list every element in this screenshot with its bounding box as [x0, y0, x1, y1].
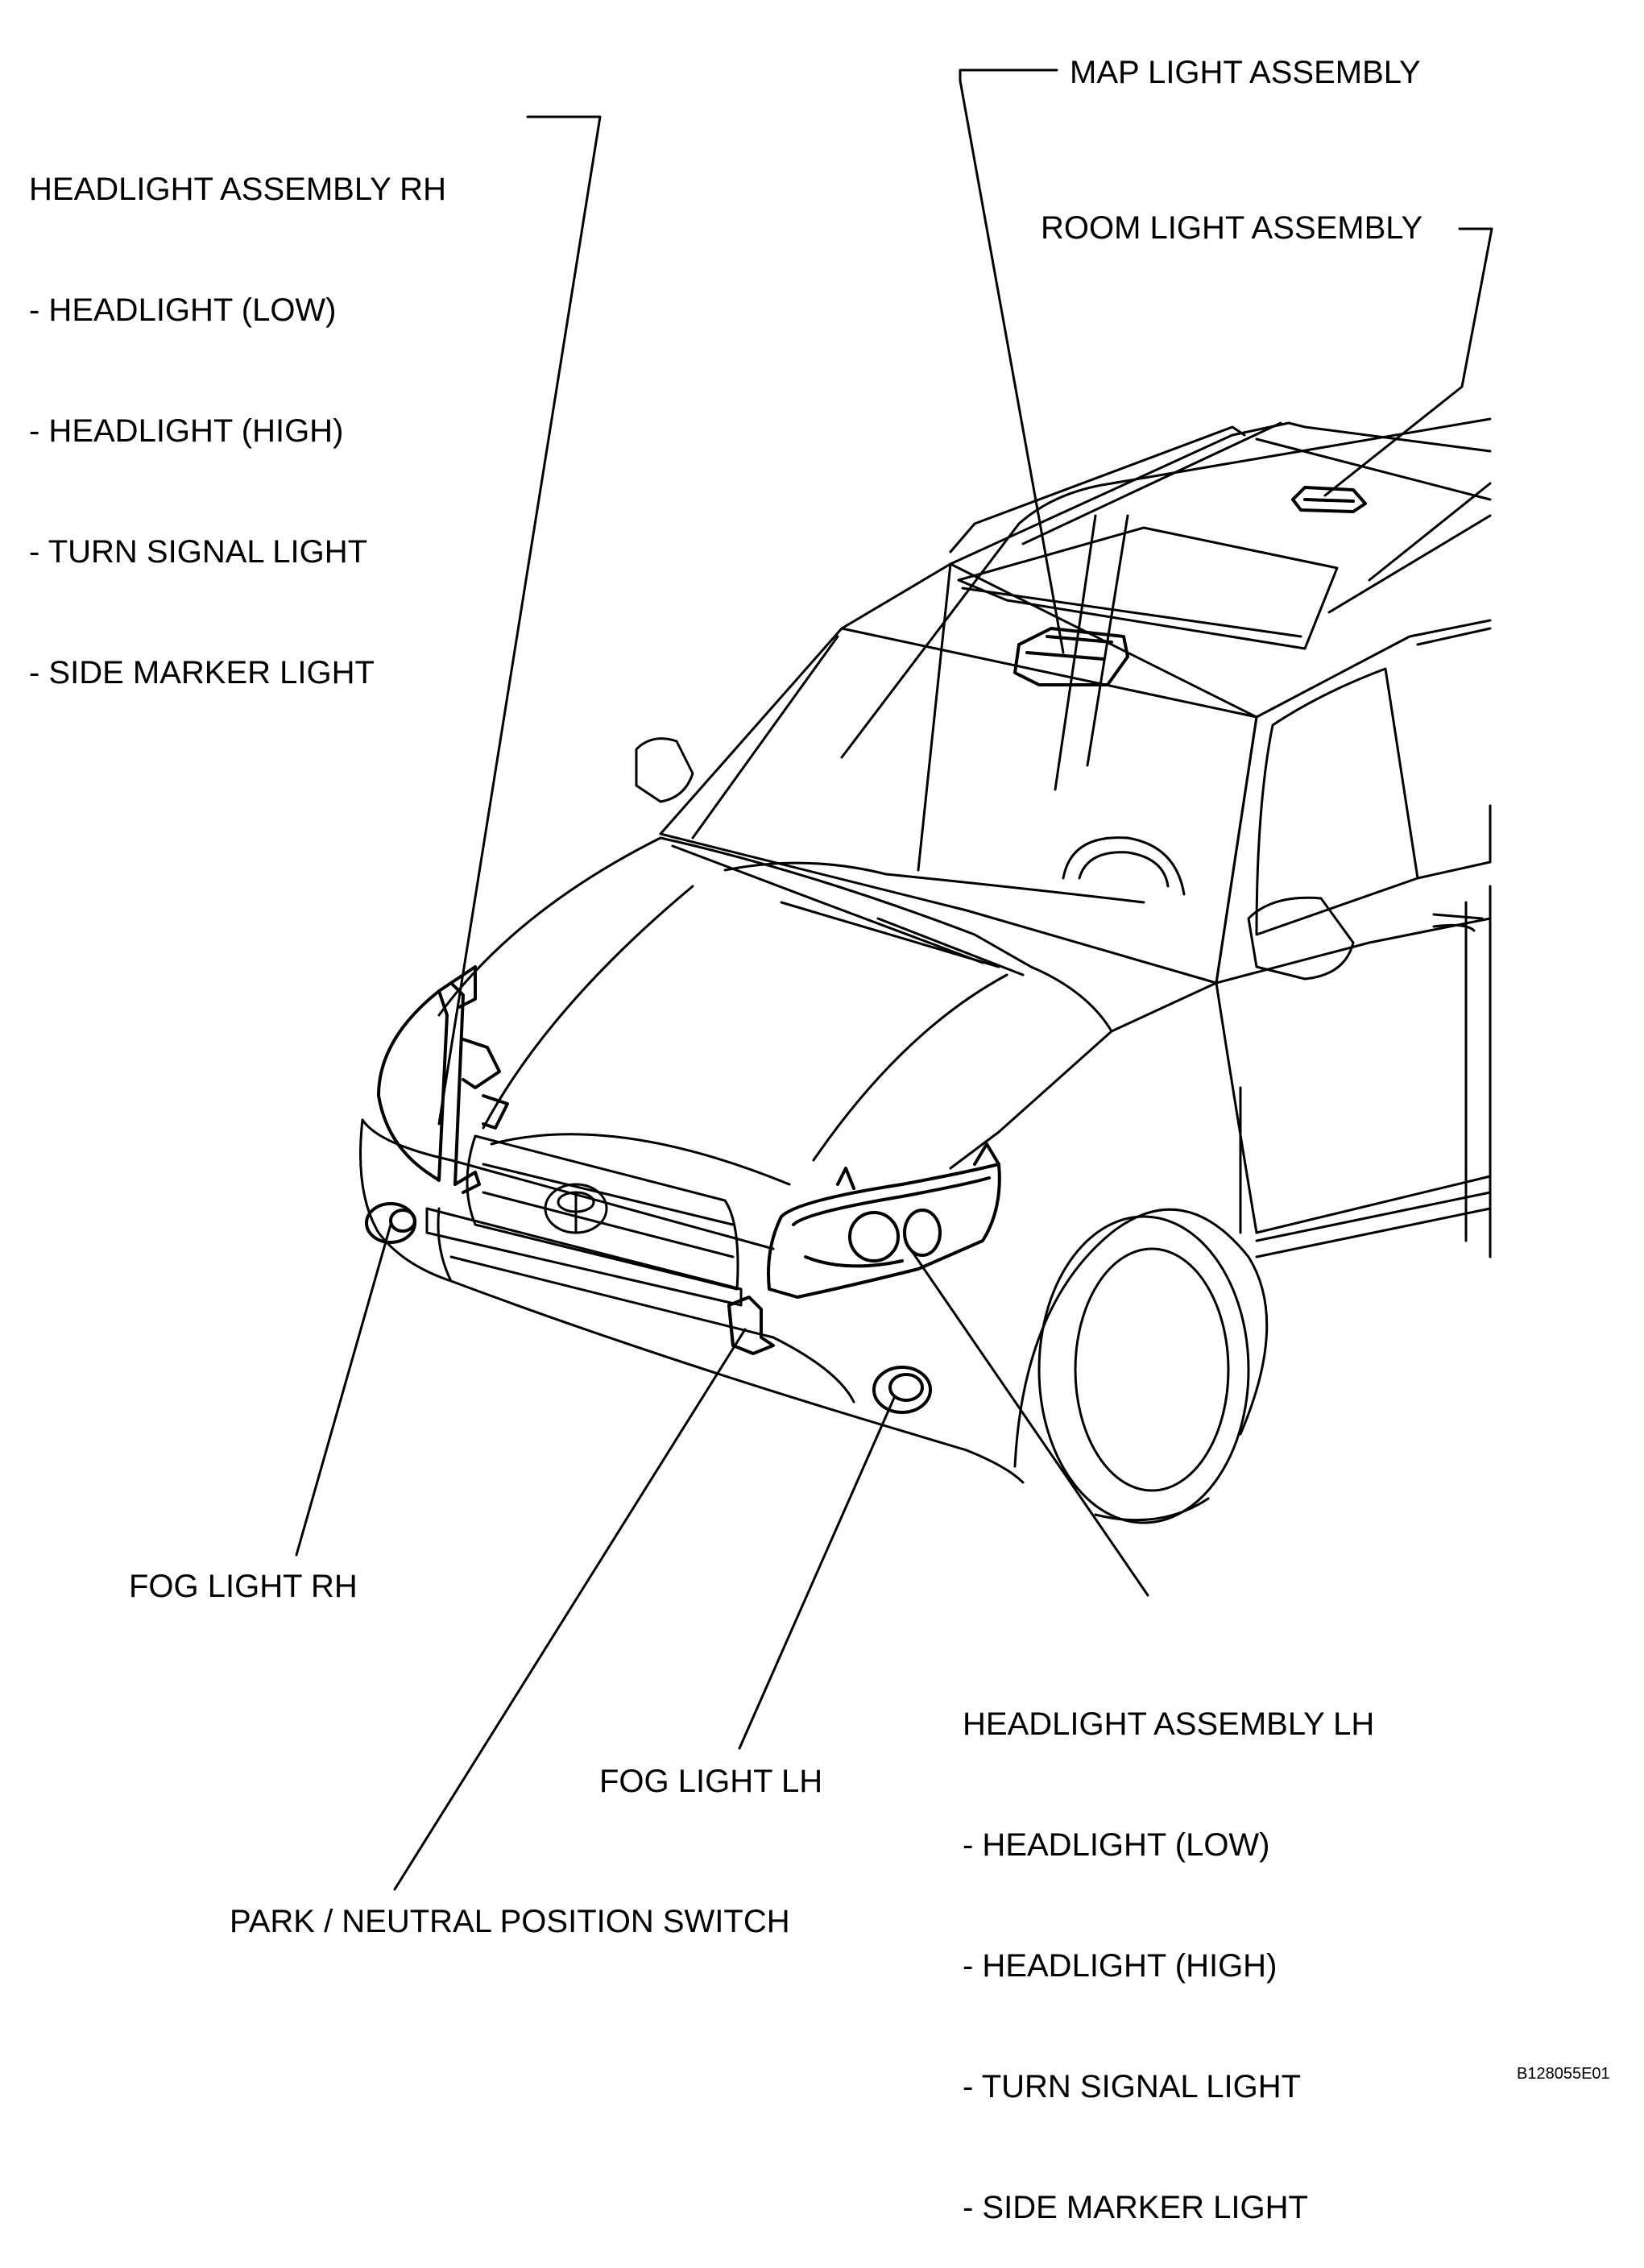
dashboard — [723, 836, 1186, 904]
leader-headlight-lh — [909, 1247, 1149, 1597]
label-fog-light-lh: FOG LIGHT LH — [599, 1764, 823, 1799]
label-headlight-assembly-rh: HEADLIGHT ASSEMBLY RH - HEADLIGHT (LOW) … — [29, 89, 446, 733]
grille — [466, 1134, 739, 1291]
label-headlight-lh-item: - SIDE MARKER LIGHT — [963, 2190, 1308, 2225]
leader-room-light — [1323, 227, 1493, 497]
leader-park-switch — [393, 1328, 747, 1891]
label-park-neutral-position-switch: PARK / NEUTRAL POSITION SWITCH — [230, 1904, 790, 1939]
label-headlight-rh-item: - HEADLIGHT (HIGH) — [29, 413, 344, 449]
label-headlight-lh-item: - HEADLIGHT (LOW) — [963, 1827, 1270, 1863]
label-headlight-lh-item: - HEADLIGHT (HIGH) — [963, 1948, 1278, 1984]
room-light-component — [1291, 486, 1367, 513]
leader-fog-lh — [738, 1396, 896, 1750]
body-side — [1110, 885, 1492, 1258]
label-headlight-rh-item: - TURN SIGNAL LIGHT — [29, 534, 368, 570]
front-wheel — [1013, 1208, 1269, 1524]
side-mirrors — [635, 737, 1355, 981]
fog-light-lh-component — [872, 1366, 932, 1414]
hood-outline — [437, 836, 1113, 1186]
leader-map-light — [959, 68, 1065, 654]
label-headlight-assembly-lh: HEADLIGHT ASSEMBLY LH - HEADLIGHT (LOW) … — [963, 1623, 1374, 2268]
label-map-light-assembly: MAP LIGHT ASSEMBLY — [1070, 55, 1421, 90]
fog-light-rh-component — [365, 1202, 416, 1244]
headlight-lh-component — [767, 1142, 1001, 1299]
windshield-outline — [659, 514, 1258, 985]
vehicle-illustration — [295, 68, 1493, 1891]
emblem — [544, 1183, 608, 1234]
label-headlight-lh-item: - TURN SIGNAL LIGHT — [963, 2069, 1302, 2104]
roof-outline — [840, 417, 1492, 759]
leader-headlight-rh — [437, 115, 602, 1126]
front-bumper — [359, 1118, 1025, 1484]
figure-code: B128055E01 — [1517, 2065, 1610, 2083]
leader-lines — [295, 68, 1493, 1891]
map-light-component — [1013, 627, 1129, 686]
side-windows — [1215, 619, 1492, 985]
headlight-rh-component — [377, 965, 509, 1194]
label-room-light-assembly: ROOM LIGHT ASSEMBLY — [1041, 210, 1423, 246]
sunroof-outline — [957, 526, 1339, 650]
label-headlight-rh-item: - SIDE MARKER LIGHT — [29, 655, 375, 690]
label-headlight-lh-title: HEADLIGHT ASSEMBLY LH — [963, 1706, 1375, 1742]
label-fog-light-rh: FOG LIGHT RH — [129, 1569, 358, 1604]
wipers — [671, 844, 1025, 976]
leader-fog-rh — [295, 1223, 392, 1557]
park-switch-component — [727, 1296, 775, 1355]
label-headlight-rh-title: HEADLIGHT ASSEMBLY RH — [29, 172, 446, 207]
label-headlight-rh-item: - HEADLIGHT (LOW) — [29, 292, 337, 328]
